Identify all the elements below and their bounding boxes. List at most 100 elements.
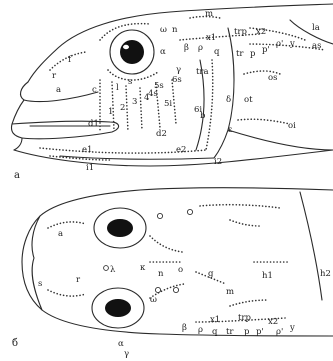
row-opercular-oi bbox=[238, 119, 290, 124]
row-dorsal-right-upper bbox=[230, 220, 260, 226]
upper-jaw bbox=[11, 100, 24, 138]
label-b-y: y bbox=[289, 323, 295, 333]
label-s: s bbox=[128, 77, 132, 87]
row-dorsal-right-lower bbox=[230, 300, 268, 306]
label-b-h2: h2 bbox=[320, 269, 331, 279]
label-f: f bbox=[68, 55, 72, 65]
chin-outline bbox=[14, 150, 333, 166]
mid-dorsal-line bbox=[300, 192, 322, 300]
row-cheek-6 bbox=[172, 80, 176, 124]
label-oi: oi bbox=[288, 121, 296, 131]
label-b-n: n bbox=[158, 269, 164, 279]
label-as: as bbox=[312, 41, 321, 51]
label-d2: d2 bbox=[156, 129, 167, 139]
label-b-omega: ω bbox=[150, 295, 157, 305]
label-rho-prime: ρ' bbox=[276, 39, 283, 49]
pupil-dorsal-lower bbox=[105, 299, 131, 317]
label-y: y bbox=[289, 39, 295, 49]
canal-dorsal-snout-lower bbox=[48, 290, 86, 296]
label-b-lambda: λ bbox=[110, 265, 116, 275]
label-l: l bbox=[116, 83, 119, 93]
panel-label-a: а bbox=[14, 170, 20, 181]
label-b-x1: x1 bbox=[210, 315, 220, 325]
label-os: os bbox=[268, 73, 277, 83]
pore-5 bbox=[173, 287, 178, 292]
label-b-a: a bbox=[58, 229, 63, 239]
label-b-s: s bbox=[38, 279, 42, 289]
label-omega: ω bbox=[160, 25, 167, 35]
label-2: 2 bbox=[120, 103, 125, 113]
pore-4 bbox=[155, 287, 160, 292]
label-delta: δ bbox=[226, 95, 231, 105]
label-beta: β bbox=[184, 43, 189, 53]
label-a: a bbox=[56, 85, 61, 95]
pupil-lateral bbox=[120, 40, 144, 64]
label-5s: 5s bbox=[154, 81, 164, 91]
lateral-view: m ω n x1 x2 trp la as y β ρ ρ' q tr p p'… bbox=[11, 4, 333, 181]
label-d1: d1 bbox=[88, 119, 99, 129]
dorsal-view: n ω o g m λ κ a r s h1 h2 x1 x2 trp β ρ … bbox=[12, 188, 333, 359]
label-x1: x1 bbox=[206, 33, 216, 43]
label-b-kappa: κ bbox=[140, 263, 146, 273]
label-b-beta: β bbox=[182, 323, 187, 333]
canal-dorsal-supraorbital-upper bbox=[150, 236, 182, 252]
label-e2: e2 bbox=[176, 145, 186, 155]
row-cheek-4 bbox=[140, 88, 142, 130]
label-b-r: r bbox=[76, 275, 81, 285]
label-la: la bbox=[312, 23, 320, 33]
label-ot: ot bbox=[244, 95, 253, 105]
label-x2: x2 bbox=[256, 27, 266, 37]
label-b-p-prime: p' bbox=[256, 327, 264, 337]
panel-label-b: б bbox=[12, 338, 18, 349]
row-cheek-3 bbox=[126, 86, 128, 132]
label-4: 4 bbox=[144, 93, 149, 103]
label-b-o: o bbox=[178, 265, 183, 275]
label-e1: e1 bbox=[82, 145, 92, 155]
label-b-alpha: α bbox=[118, 339, 124, 349]
label-c: c bbox=[92, 85, 97, 95]
canal-temporal bbox=[180, 34, 260, 40]
eye-highlight bbox=[123, 45, 129, 49]
label-rho: ρ bbox=[198, 43, 203, 53]
label-m: m bbox=[205, 9, 213, 19]
label-b-q: q bbox=[212, 327, 218, 337]
label-3: 3 bbox=[132, 97, 137, 107]
pore-1 bbox=[157, 213, 162, 218]
pore-3 bbox=[104, 266, 109, 271]
label-b-trp: trp bbox=[238, 313, 251, 323]
label-b-x2: x2 bbox=[268, 317, 278, 327]
label-b-g: g bbox=[208, 269, 214, 279]
label-i1: i1 bbox=[86, 163, 94, 173]
snout-tip bbox=[32, 216, 42, 310]
canal-dorsal-temporal-upper bbox=[200, 205, 280, 208]
label-gamma: γ bbox=[176, 65, 181, 75]
label-6s: 6s bbox=[172, 75, 182, 85]
label-q: q bbox=[214, 47, 220, 57]
label-tra: tra bbox=[196, 67, 209, 77]
label-1: 1 bbox=[108, 107, 113, 117]
label-alpha: α bbox=[160, 47, 166, 57]
label-i2: i2 bbox=[214, 157, 222, 167]
label-b-rho: ρ bbox=[198, 325, 203, 335]
head-outline-dorsal-top bbox=[22, 188, 333, 262]
label-b-gamma: γ bbox=[124, 349, 129, 359]
label-b: b bbox=[200, 111, 206, 121]
label-p: p bbox=[250, 49, 256, 59]
pore-2 bbox=[187, 209, 192, 214]
canal-dorsal-snout-upper bbox=[48, 222, 86, 228]
label-p-prime: p' bbox=[262, 45, 270, 55]
label-b-p: p bbox=[244, 327, 250, 337]
label-r: r bbox=[52, 71, 57, 81]
label-5i: 5i bbox=[164, 99, 172, 109]
label-b-tr: tr bbox=[226, 327, 234, 337]
gill-flap bbox=[228, 130, 333, 150]
label-tr: tr bbox=[236, 49, 244, 59]
label-n: n bbox=[172, 25, 178, 35]
label-b-m: m bbox=[226, 287, 234, 297]
jaw-fill bbox=[14, 138, 22, 150]
label-trp: trp bbox=[234, 27, 247, 37]
label-b-h1: h1 bbox=[262, 271, 273, 281]
label-epsilon: ε bbox=[228, 125, 233, 135]
pupil-dorsal-upper bbox=[107, 219, 133, 237]
